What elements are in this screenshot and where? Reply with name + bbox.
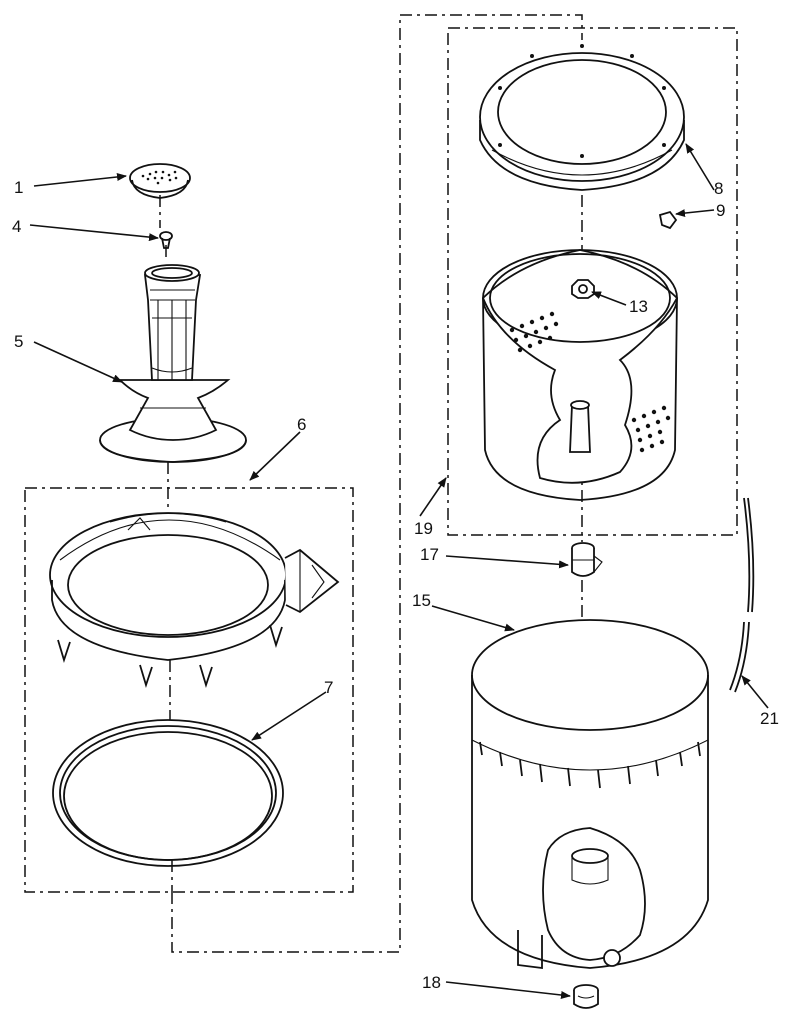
leader-19 (419, 477, 447, 517)
part-13-nut (571, 279, 595, 299)
left-center-axis (159, 195, 173, 892)
part-17-coupling (571, 542, 603, 577)
leader-21 (741, 675, 769, 709)
group-6-outline (24, 487, 354, 893)
part-5-agitator (99, 264, 247, 463)
leader-1 (33, 172, 127, 187)
leader-15 (431, 605, 515, 632)
callout-17: 17 (420, 545, 439, 564)
leader-7 (251, 691, 327, 741)
leader-lines (29, 143, 769, 999)
leader-17 (445, 555, 569, 569)
leader-8 (685, 143, 715, 191)
callout-4: 4 (12, 217, 21, 236)
leader-5 (33, 341, 123, 383)
part-7-seal-ring (52, 719, 284, 867)
part-9-clip (658, 210, 678, 230)
part-15-outer-tub (471, 619, 709, 970)
assembly-connector-line (171, 14, 583, 953)
part-6-tub-ring (49, 512, 340, 688)
part-21-hose (729, 497, 755, 693)
leader-13 (591, 291, 627, 306)
callout-18: 18 (422, 973, 441, 992)
part-4-screw (159, 231, 173, 249)
leader-9 (675, 209, 715, 218)
callout-9: 9 (716, 201, 725, 220)
part-18-plug (573, 984, 599, 1009)
leader-4 (29, 224, 159, 242)
callout-21: 21 (760, 709, 779, 728)
callout-13: 13 (629, 297, 648, 316)
callout-6: 6 (297, 415, 306, 434)
callout-15: 15 (412, 591, 431, 610)
part-8-balance-ring (479, 44, 685, 191)
callout-8: 8 (714, 179, 723, 198)
group-19-outline (447, 27, 738, 536)
callout-1: 1 (14, 178, 23, 197)
part-1-cap (129, 163, 191, 199)
leader-18 (445, 981, 571, 999)
callout-7: 7 (324, 678, 333, 697)
callout-labels: 1 4 5 6 7 8 9 13 15 17 18 19 21 (12, 178, 779, 992)
leader-6 (249, 431, 301, 481)
callout-19: 19 (414, 519, 433, 538)
callout-5: 5 (14, 332, 23, 351)
